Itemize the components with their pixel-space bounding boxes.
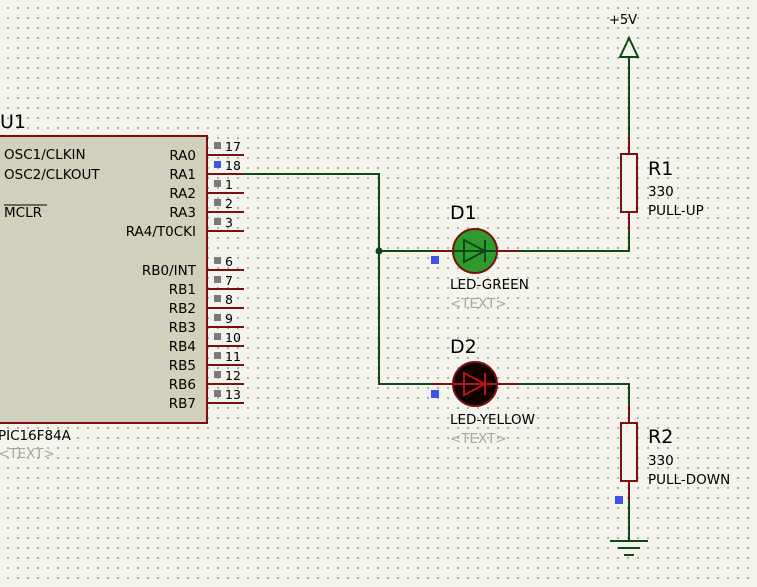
- wire-ra1-net[interactable]: [243, 173, 452, 385]
- ic-pin-number: 12: [225, 368, 241, 383]
- ic-pin-number: 1: [225, 177, 233, 192]
- ic-pin-number: 7: [225, 273, 233, 288]
- power-arrow-icon[interactable]: [618, 35, 640, 58]
- r1-name: PULL-UP: [648, 203, 704, 219]
- ic-pin-name: RA1: [169, 167, 196, 183]
- r1-body[interactable]: [620, 153, 638, 213]
- r2-name: PULL-DOWN: [648, 472, 730, 488]
- ic-pin-marker[interactable]: [214, 371, 221, 378]
- resistor-r1[interactable]: R1 330 PULL-UP: [620, 135, 704, 232]
- power-terminal[interactable]: +5V: [609, 13, 640, 58]
- ic-pin-marker[interactable]: [214, 142, 221, 149]
- d1-part-name: LED-GREEN: [450, 277, 529, 293]
- d1-text-placeholder: <TEXT>: [450, 296, 507, 312]
- ic-pin-name: RB0/INT: [142, 263, 197, 279]
- ic-pin-number: 3: [225, 215, 233, 230]
- ic-pin-name: RB3: [169, 320, 196, 336]
- ic-pin-marker[interactable]: [214, 314, 221, 321]
- ic-u1-reference: U1: [0, 111, 26, 133]
- ic-pin-marker[interactable]: [214, 161, 221, 168]
- ic-pin-number: 13: [225, 387, 241, 402]
- d2-part-name: LED-YELLOW: [450, 412, 535, 428]
- ic-pin-name: RA2: [169, 186, 196, 202]
- ic-pin-marker[interactable]: [214, 276, 221, 283]
- resistor-r2[interactable]: R2 330 PULL-DOWN: [615, 404, 730, 504]
- ic-pin-number: 2: [225, 196, 233, 211]
- ic-pin-marker[interactable]: [214, 218, 221, 225]
- r1-reference: R1: [648, 158, 673, 180]
- ic-pin-number: 11: [225, 349, 241, 364]
- ground-terminal[interactable]: [610, 540, 648, 556]
- r2-body[interactable]: [620, 422, 638, 482]
- ic-pin-marker[interactable]: [214, 390, 221, 397]
- ic-pin-marker[interactable]: [214, 295, 221, 302]
- led-d1[interactable]: D1 LED-GREEN <TEXT>: [431, 202, 529, 312]
- ic-u1[interactable]: U1 OSC1/CLKIN OSC2/CLKOUT MCLR 17RA018RA…: [0, 111, 244, 462]
- ic-pin-marker[interactable]: [214, 199, 221, 206]
- junction-dot[interactable]: [375, 247, 383, 255]
- ic-pin-name: RB2: [169, 301, 196, 317]
- power-label: +5V: [609, 13, 637, 28]
- d1-reference: D1: [450, 202, 477, 224]
- ic-pin-name: RB1: [169, 282, 196, 298]
- r1-value: 330: [648, 184, 674, 200]
- ic-pin-label-osc2: OSC2/CLKOUT: [4, 167, 100, 183]
- ic-pin-label-osc1: OSC1/CLKIN: [4, 147, 86, 163]
- ic-pin-number: 17: [225, 139, 241, 154]
- r2-reference: R2: [648, 426, 673, 448]
- ic-pin-marker[interactable]: [214, 180, 221, 187]
- wires: [243, 58, 630, 540]
- ic-pin-name: RB4: [169, 339, 196, 355]
- d2-pin-marker[interactable]: [431, 390, 439, 398]
- r2-value: 330: [648, 453, 674, 469]
- ic-pin-marker[interactable]: [214, 257, 221, 264]
- ic-pin-name: RB7: [169, 396, 196, 412]
- d2-text-placeholder: <TEXT>: [450, 431, 507, 447]
- ic-pin-number: 6: [225, 254, 233, 269]
- d2-reference: D2: [450, 336, 477, 358]
- r2-pin-marker[interactable]: [615, 496, 623, 504]
- d1-pin-marker[interactable]: [431, 256, 439, 264]
- ic-u1-body[interactable]: [0, 135, 208, 424]
- ic-pin-number: 8: [225, 292, 233, 307]
- wire-d1-to-r1[interactable]: [499, 214, 630, 252]
- ic-pin-marker[interactable]: [214, 333, 221, 340]
- led-d2[interactable]: D2 LED-YELLOW <TEXT>: [431, 336, 535, 447]
- ic-pin-name: RA4/T0CKI: [126, 224, 196, 240]
- ic-pin-label-mclr: MCLR: [4, 205, 42, 221]
- ic-pin-name: RB6: [169, 377, 196, 393]
- ic-pin-marker[interactable]: [214, 352, 221, 359]
- ic-u1-text-placeholder: <TEXT>: [0, 446, 55, 462]
- ic-pin-name: RB5: [169, 358, 196, 374]
- ic-pin-number: 18: [225, 158, 241, 173]
- ic-pin-name: RA3: [169, 205, 196, 221]
- ic-u1-part-name: PIC16F84A: [0, 428, 72, 444]
- ic-pin-name: RA0: [169, 148, 196, 164]
- ic-pin-number: 9: [225, 311, 233, 326]
- ic-pin-number: 10: [225, 330, 241, 345]
